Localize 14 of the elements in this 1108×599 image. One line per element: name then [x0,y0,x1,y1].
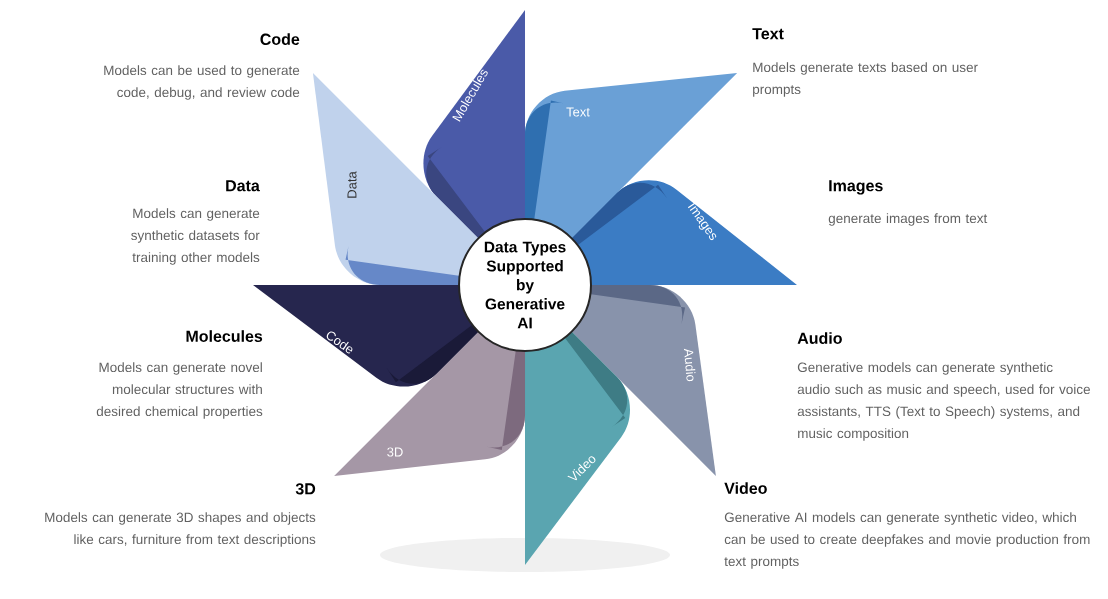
heading: Audio [797,332,842,344]
heading: Data [226,180,260,192]
description: Generative models can generate synthetic audio such as music and speech, used for voice assistants, TTS (Text to Speech) systems, and music composition [797,362,1090,441]
heading: Code [260,33,300,45]
heading: Images [829,180,883,195]
description: generate images from text [828,213,988,226]
description: Models can be used to generate code, debug, and review code [104,65,300,100]
description: Models can generate 3D shapes and objects like cars, furniture from text descriptions [45,512,316,547]
description: Models generate texts based on user prompts [753,62,978,97]
description: Generative AI models can generate synthetic video, which can be used to create deepfakes and movie production from text prompts [724,512,1090,569]
heading: 3D [295,483,316,495]
heading: Video [724,482,767,494]
description: Models can generate synthetic datasets for training other models [131,208,260,265]
heading: Text [752,28,784,40]
